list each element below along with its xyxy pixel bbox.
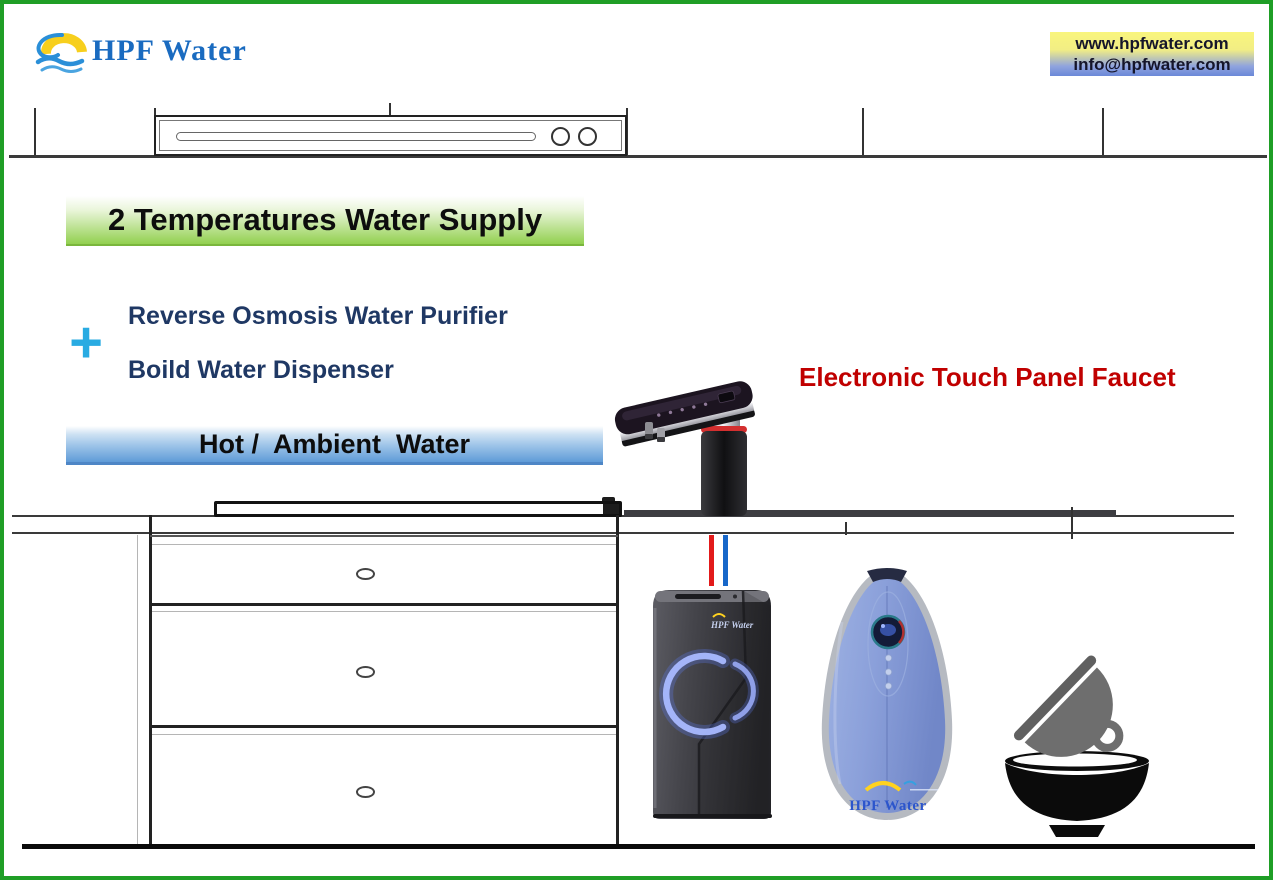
cold-water-pipe [723,535,728,586]
tilted-cup [1013,655,1124,757]
wave-logo-icon [35,32,87,73]
drawer-handle [356,568,375,580]
dispenser-control-oval [867,591,909,697]
drawer-divider [150,603,618,606]
drawer-divider [150,725,618,728]
cabinet-line [137,535,138,845]
purifier-top-slot [675,594,721,599]
dispenser-logo-arc [864,781,902,792]
hood-knob [578,127,597,146]
purifier-logo-arc [712,613,726,618]
dispenser-brand-text: HPF Water [849,798,926,814]
hood-vent-slot [176,132,536,141]
feature-line-1: Reverse Osmosis Water Purifier [128,302,508,330]
blue-banner: Hot / Ambient Water [66,426,603,465]
bowl-cup-icon [1005,655,1149,837]
hood-inner-frame [159,120,622,151]
counter-tick [1071,507,1073,539]
cabinet-side [616,515,619,845]
sink-end-cap [603,504,619,514]
faucet-label: Electronic Touch Panel Faucet [799,362,1176,392]
touch-faucet-image [614,381,755,516]
purifier-seam [697,590,748,817]
dispenser-indicator-dot [884,654,893,662]
hood-knob [551,127,570,146]
website-text: www.hpfwater.com [1075,34,1229,53]
drawer-handle [356,786,375,798]
bowl-foot [1049,825,1105,837]
counter-edge-dark [624,510,1116,517]
contact-box: www.hpfwater.com info@hpfwater.com [1050,32,1254,76]
feature-line-2: Boild Water Dispenser [128,356,394,384]
cabinet-line [150,535,618,537]
dispenser-top-cap [867,568,907,582]
sink-drawing [214,501,622,517]
bowl-body [1005,763,1149,821]
wall-line [626,108,628,156]
faucet-body [701,431,747,516]
cabinet-side [149,515,152,845]
wall-line [1102,108,1104,156]
faucet-spout-arm [614,381,755,447]
counter-tick [845,522,847,535]
brand-name: HPF Water [92,34,247,67]
wall-line [34,108,36,156]
purifier-brand-text: HPF Water [710,620,754,630]
cabinet-line [152,611,616,612]
purifier-glow-ring [659,649,759,739]
hot-water-pipe [709,535,714,586]
wall-line [9,155,1267,158]
plus-sign: + [69,310,103,375]
green-banner: 2 Temperatures Water Supply [66,196,584,246]
cabinet-line [152,734,616,735]
dispenser-indicator-dot [884,668,893,676]
drawer-handle [356,666,375,678]
dispenser-indicator-dot [884,682,893,690]
wall-tick [389,103,391,116]
email-text: info@hpfwater.com [1073,55,1231,74]
water-dispenser-image: HPF Water [821,568,953,820]
ro-purifier-image: HPF Water [653,590,772,819]
floor-line [22,844,1255,849]
counter-line [12,532,1234,534]
wall-line [862,108,864,156]
counter-line [12,515,1234,517]
cabinet-line [152,544,616,545]
range-hood-drawing [154,115,627,156]
